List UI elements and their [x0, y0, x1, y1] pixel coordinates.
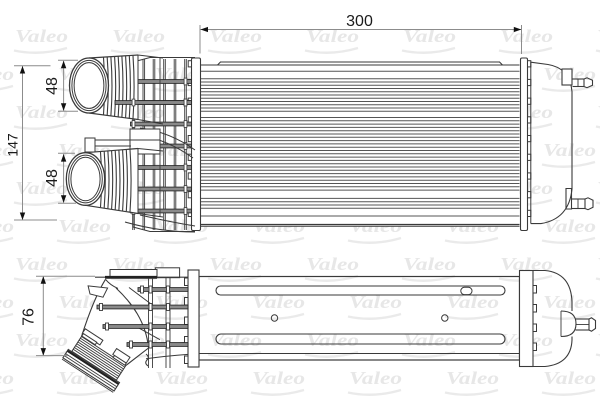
- svg-text:76: 76: [21, 308, 38, 326]
- svg-text:147: 147: [5, 133, 21, 157]
- svg-text:48: 48: [44, 169, 61, 187]
- svg-text:48: 48: [44, 77, 61, 95]
- svg-text:300: 300: [346, 13, 373, 30]
